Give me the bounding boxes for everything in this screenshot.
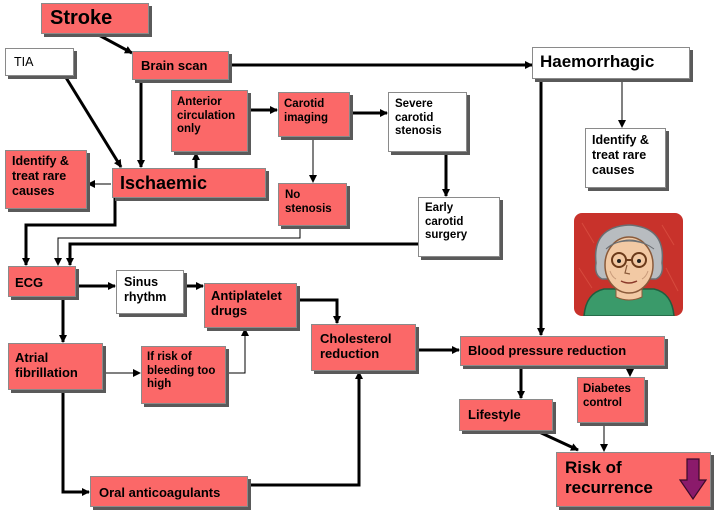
node-sinus-rhythm: Sinus rhythm: [116, 270, 184, 314]
arrow-nostenosis-to-ecg: [54, 226, 301, 266]
node-early-surgery: Early carotid surgery: [418, 197, 500, 257]
node-cholesterol: Cholesterol reduction: [311, 324, 416, 371]
arrow-tia-to-ischaemic: [63, 75, 123, 168]
node-identify-right-label: Identify & treat rare causes: [592, 133, 649, 177]
node-oral-anticoagulants-label: Oral anticoagulants: [99, 485, 221, 500]
arrow-bleeding-to-antiplatelet: [226, 328, 249, 374]
arrow-surgery-to-ecg: [66, 242, 418, 266]
node-haemorrhagic-label: Haemorrhagic: [540, 52, 655, 71]
node-ischaemic-label: Ischaemic: [120, 173, 208, 193]
node-diabetes-control: Diabetes control: [577, 377, 645, 423]
node-early-surgery-label: Early carotid surgery: [425, 202, 468, 242]
node-ecg: ECG: [8, 266, 76, 297]
arrow-lifestyle-to-risk: [536, 429, 579, 452]
node-carotid-imaging-label: Carotid imaging: [284, 98, 329, 124]
node-stroke: Stroke: [41, 3, 149, 34]
node-cholesterol-label: Cholesterol reduction: [320, 331, 392, 362]
node-atrial-fibrillation-label: Atrial fibrillation: [15, 350, 78, 381]
node-antiplatelet-label: Antiplatelet drugs: [211, 288, 282, 319]
node-anterior-circulation: Anterior circulation only: [171, 90, 248, 152]
node-no-stenosis: No stenosis: [278, 183, 347, 226]
node-antiplatelet: Antiplatelet drugs: [204, 283, 297, 328]
node-risk-of-recurrence-label: Risk of recurrence: [565, 458, 653, 498]
node-lifestyle-label: Lifestyle: [468, 407, 521, 422]
node-bp-reduction-label: Blood pressure reduction: [468, 343, 627, 358]
arrow-ischaemic-to-ecg: [22, 198, 117, 266]
node-haemorrhagic: Haemorrhagic: [532, 47, 690, 79]
node-tia: TIA: [5, 48, 74, 76]
node-anterior-circulation-label: Anterior circulation only: [177, 96, 236, 136]
node-sinus-rhythm-label: Sinus rhythm: [124, 275, 167, 304]
node-severe-stenosis-label: Severe carotid stenosis: [395, 98, 442, 138]
node-tia-label: TIA: [14, 55, 34, 69]
node-bp-reduction: Blood pressure reduction: [460, 336, 665, 366]
arrow-antiplatelet-to-cholesterol: [297, 298, 341, 324]
node-identify-left: Identify & treat rare causes: [5, 150, 87, 209]
node-atrial-fibrillation: Atrial fibrillation: [8, 343, 103, 390]
elderly-woman-portrait-icon: [574, 213, 683, 316]
arrow-stroke-to-brainscan: [94, 31, 133, 55]
node-severe-stenosis: Severe carotid stenosis: [388, 92, 467, 152]
node-bleeding-risk: If risk of bleeding too high: [141, 346, 226, 404]
node-oral-anticoagulants: Oral anticoagulants: [90, 476, 248, 507]
node-identify-left-label: Identify & treat rare causes: [12, 154, 69, 198]
node-ischaemic: Ischaemic: [112, 168, 266, 198]
node-brain-scan-label: Brain scan: [141, 58, 208, 73]
down-arrow-icon: [679, 458, 707, 500]
node-lifestyle: Lifestyle: [459, 399, 553, 431]
node-ecg-label: ECG: [15, 275, 44, 290]
node-diabetes-control-label: Diabetes control: [583, 383, 631, 409]
node-identify-right: Identify & treat rare causes: [585, 128, 666, 188]
node-bleeding-risk-label: If risk of bleeding too high: [147, 351, 216, 391]
arrow-oral-to-cholesterol: [248, 371, 363, 487]
node-no-stenosis-label: No stenosis: [285, 189, 332, 215]
arrow-atrial-to-oral: [61, 390, 90, 496]
node-carotid-imaging: Carotid imaging: [278, 92, 350, 137]
node-brain-scan: Brain scan: [132, 51, 229, 80]
node-stroke-label: Stroke: [50, 7, 113, 29]
